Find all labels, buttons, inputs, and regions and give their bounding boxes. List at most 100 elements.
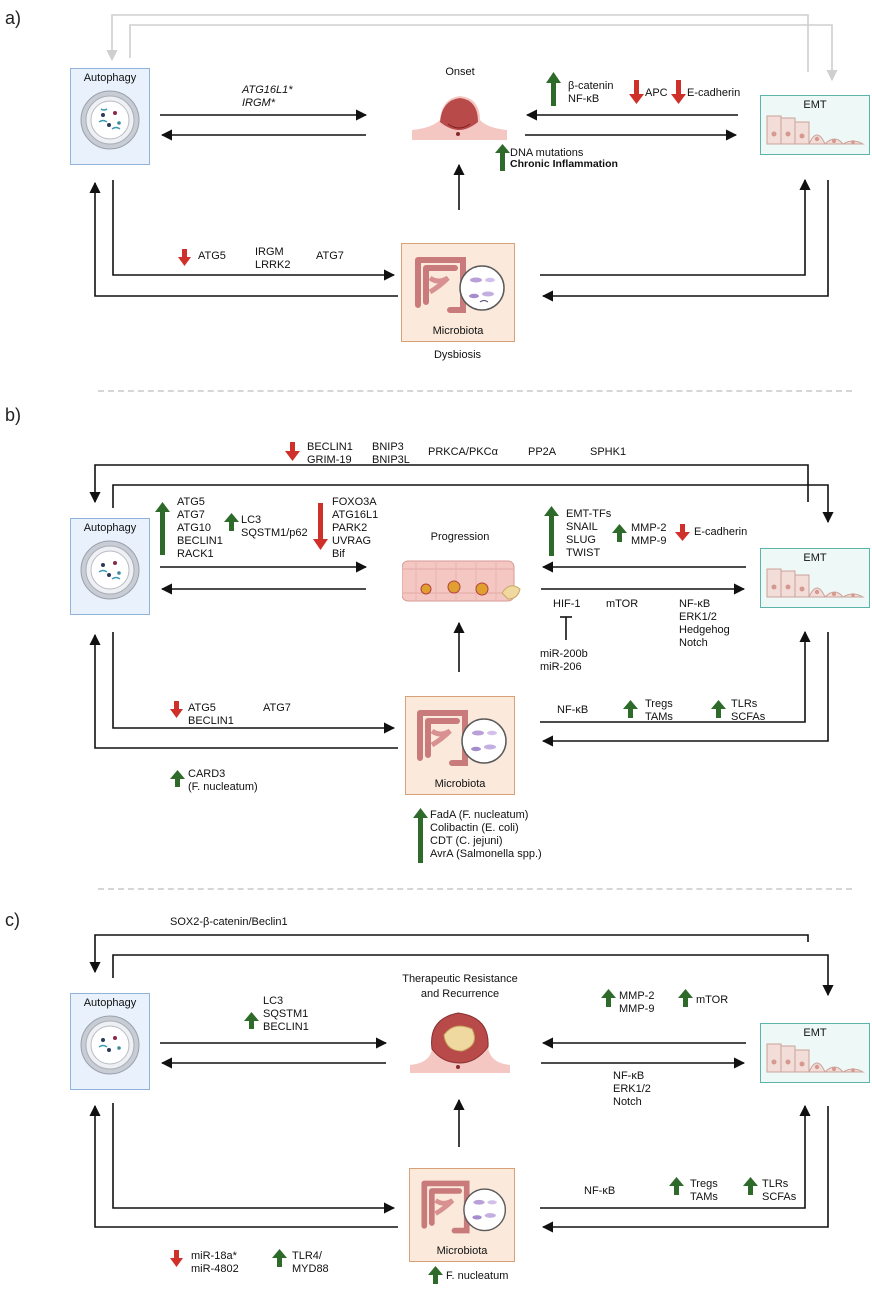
panel-c-label: c) (5, 910, 20, 930)
up-arrow-icon (155, 502, 170, 555)
up-arrow-icon (623, 700, 638, 718)
card3-label: CARD3 (F. nucleatum) (188, 768, 258, 793)
emt-box: EMT (760, 548, 870, 608)
nfkb-label-c: NF-κB (584, 1185, 616, 1197)
foxo-list: FOXO3A ATG16L1 PARK2 UVRAG Bif (332, 496, 379, 560)
up-arrow-icon (495, 144, 510, 171)
autophagosome-icon (80, 90, 140, 150)
lc3-list-c: LC3 SQSTM1 BECLIN1 (263, 995, 309, 1033)
intestine-bacteria-icon (417, 710, 507, 766)
autophagy-genes-a: ATG16L1* IRGM* (242, 84, 293, 109)
mmp-list-c: MMP-2 MMP-9 (619, 990, 655, 1015)
colon-polyps-icon (402, 560, 521, 602)
epithelial-cells-icon (766, 115, 865, 145)
panel-b-label: b) (5, 405, 22, 425)
mmp-list-b: MMP-2 MMP-9 (631, 522, 667, 547)
panel-c-arrows (89, 934, 834, 1233)
down-arrow-icon (671, 80, 686, 104)
intestine-bacteria-icon (421, 1180, 507, 1234)
atg7-label-b: ATG7 (263, 702, 291, 714)
autophagy-box: Autophagy (70, 518, 150, 615)
panel-b-arrows (89, 464, 834, 749)
divider-bc (98, 888, 852, 890)
microbiota-title: Microbiota (434, 778, 486, 790)
intestine-bacteria-icon (415, 257, 505, 313)
down-arrow-icon (170, 701, 183, 718)
atg5-beclin-label-b: ATG5 BECLIN1 (188, 702, 234, 727)
nfkb-label-b: NF-κB (557, 704, 589, 716)
microbiota-box: Microbiota (409, 1168, 515, 1262)
up-arrow-icon (544, 506, 559, 556)
emt-box: EMT (760, 1023, 870, 1083)
therapeutic-title: Therapeutic Resistance and Recurrence (402, 973, 518, 1000)
mtor-label-b: mTOR (606, 598, 639, 610)
up-arrow-icon (711, 700, 726, 718)
up-arrow-icon (612, 524, 627, 542)
autophagy-box: Autophagy (70, 993, 150, 1090)
progression-title: Progression (430, 531, 490, 543)
fnucleatum-label-c: F. nucleatum (446, 1270, 509, 1282)
autophagy-box: Autophagy (70, 68, 150, 165)
ecadherin-label-a: E-cadherin (687, 87, 741, 99)
autophagy-title: Autophagy (83, 72, 137, 84)
nfkb-list-b: NF-κB ERK1/2 Hedgehog Notch (679, 598, 730, 649)
polyp-onset-icon (412, 96, 507, 140)
up-arrow-icon (428, 1266, 443, 1284)
panel-a-label: a) (5, 8, 22, 28)
tregs-label-c: Tregs TAMs (690, 1178, 718, 1203)
tregs-label-b: Tregs TAMs (645, 698, 673, 723)
epithelial-cells-icon (766, 1043, 865, 1073)
apc-label: APC (645, 87, 668, 99)
chronic-inflammation-label: Chronic Inflammation (510, 158, 618, 170)
sphk1-label: SPHK1 (590, 446, 627, 458)
dysbiosis-label: Dysbiosis (433, 349, 482, 361)
epithelial-cells-icon (766, 568, 865, 598)
sox2-label: SOX2-β-catenin/Beclin1 (170, 916, 288, 928)
atg7-label-a: ATG7 (316, 250, 344, 262)
autophagy-title: Autophagy (83, 997, 137, 1009)
microbiota-box: Microbiota (405, 696, 515, 795)
autophagosome-icon (80, 540, 140, 600)
emt-title: EMT (803, 552, 827, 564)
up-arrow-icon (546, 72, 561, 106)
lc3-list-b: LC3 SQSTM1/p62 (241, 514, 308, 539)
microbiota-title: Microbiota (432, 325, 484, 337)
up-arrow-icon (244, 1012, 259, 1029)
indicator-arrows (155, 72, 758, 1284)
tlrs-label-c: TLRs SCFAs (762, 1178, 797, 1203)
up-arrow-icon (413, 808, 428, 863)
emt-box: EMT (760, 95, 870, 155)
mtor-label-c: mTOR (696, 994, 729, 1006)
irgm-lrrk2-label: IRGM LRRK2 (255, 246, 291, 271)
prkca-label: PRKCA/PKCα (428, 446, 498, 458)
up-arrow-icon (170, 770, 185, 787)
down-arrow-icon (178, 249, 191, 266)
toxins-list: FadA (F. nucleatum) Colibactin (E. coli)… (430, 809, 542, 860)
divider-ab (98, 390, 852, 392)
atg5-label-a: ATG5 (198, 250, 226, 262)
mir-label-c: miR-18a* miR-4802 (191, 1250, 239, 1275)
ecadherin-label-b: E-cadherin (694, 526, 748, 538)
up-arrow-icon (272, 1249, 287, 1267)
up-arrow-icon (224, 513, 239, 531)
emt-title: EMT (803, 99, 827, 111)
up-arrow-icon (669, 1177, 684, 1195)
microbiota-box: Microbiota (401, 243, 515, 342)
autophagy-title: Autophagy (83, 522, 137, 534)
tumor-icon (410, 1012, 510, 1073)
autophagosome-icon (80, 1015, 140, 1075)
panel-a-arrows (89, 14, 838, 302)
dna-mutations-label: DNA mutations (510, 147, 584, 159)
down-arrow-icon (629, 80, 644, 104)
mir-label-b: miR-200b miR-206 (540, 648, 588, 673)
down-arrow-icon (313, 503, 328, 550)
down-arrow-icon (170, 1250, 183, 1267)
onset-title: Onset (445, 66, 475, 78)
beclin-grim-label: BECLIN1 GRIM-19 (307, 441, 353, 466)
tlr4-label: TLR4/ MYD88 (292, 1250, 329, 1275)
beta-catenin-label: β-catenin NF-κB (568, 80, 614, 105)
microbiota-title: Microbiota (436, 1245, 488, 1257)
emt-tfs-list: EMT-TFs SNAIL SLUG TWIST (566, 508, 612, 559)
down-arrow-icon (675, 524, 690, 541)
